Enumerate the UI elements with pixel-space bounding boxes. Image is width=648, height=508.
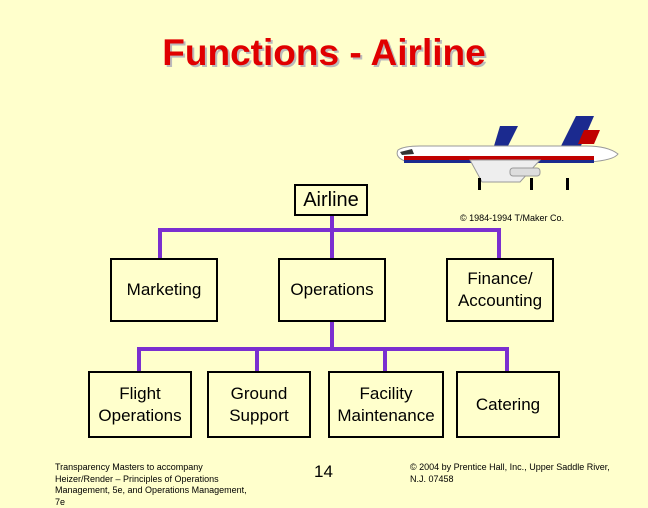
connector-flight-operations bbox=[137, 347, 141, 371]
footer-left-credit: Transparency Masters to accompany Heizer… bbox=[55, 462, 247, 507]
connector-root-down bbox=[330, 216, 334, 230]
airplane-icon bbox=[396, 116, 619, 190]
connector-operations-down bbox=[330, 322, 334, 349]
box-facility-maintenance: Facility Maintenance bbox=[328, 371, 444, 438]
box-flight-operations: Flight Operations bbox=[88, 371, 192, 438]
box-operations: Operations bbox=[278, 258, 386, 322]
connector-ground-support bbox=[255, 347, 259, 371]
clipart-credit: © 1984-1994 T/Maker Co. bbox=[460, 213, 565, 223]
connector-facility-maintenance bbox=[383, 347, 387, 371]
box-ground-support: Ground Support bbox=[207, 371, 311, 438]
connector-marketing bbox=[158, 228, 162, 258]
footer-right-copyright: © 2004 by Prentice Hall, Inc., Upper Sad… bbox=[410, 462, 610, 484]
connector-catering bbox=[505, 347, 509, 371]
root-box-airline: Airline bbox=[294, 184, 368, 216]
page-number: 14 bbox=[314, 462, 333, 481]
box-catering: Catering bbox=[456, 371, 560, 438]
box-marketing: Marketing bbox=[110, 258, 218, 322]
slide-title: Functions - Airline bbox=[162, 32, 486, 73]
connector-operations bbox=[330, 228, 334, 258]
connector-level2-bar bbox=[137, 347, 509, 351]
connector-level1-bar bbox=[158, 228, 501, 232]
box-finance-accounting: Finance/ Accounting bbox=[446, 258, 554, 322]
connector-finance bbox=[497, 228, 501, 258]
